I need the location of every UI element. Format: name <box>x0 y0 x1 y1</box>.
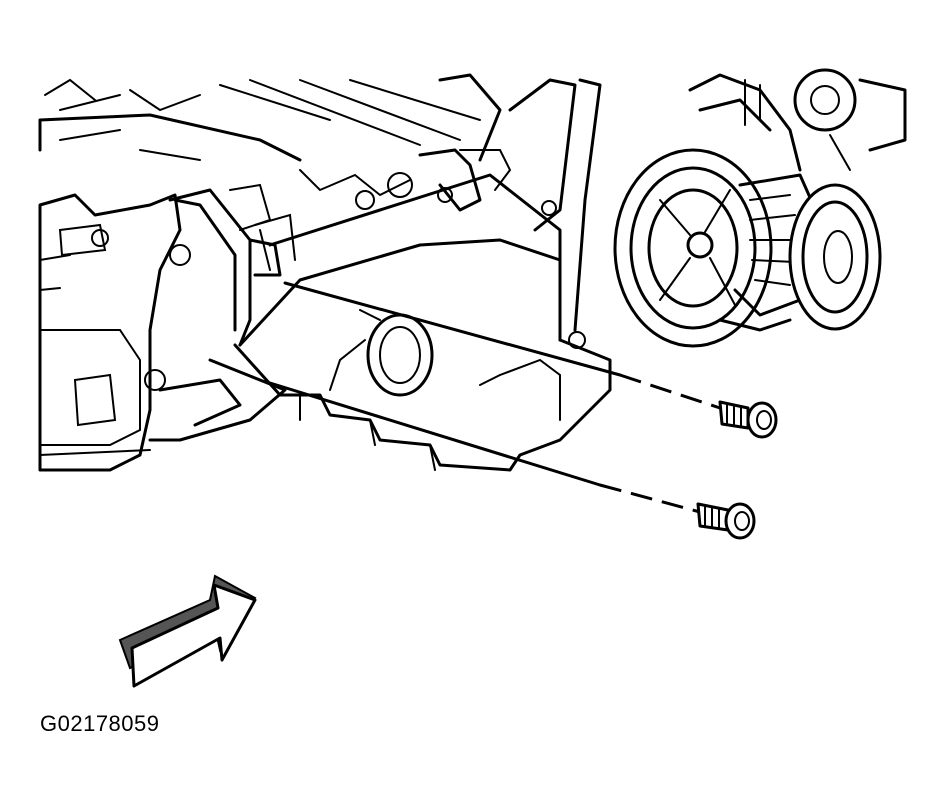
accessory-drive <box>688 68 907 172</box>
bolt-alignment-lines <box>268 281 721 514</box>
oil-pan <box>148 238 612 472</box>
ac-compressor-pulley <box>718 173 882 332</box>
upper-bolt <box>718 400 778 439</box>
figure-caption: G02178059 <box>40 711 160 736</box>
crankshaft-pulley <box>613 148 773 348</box>
lower-bolt <box>696 502 756 540</box>
transmission-housing <box>38 193 191 472</box>
engine-block <box>38 73 602 349</box>
front-direction-arrow <box>118 574 257 688</box>
